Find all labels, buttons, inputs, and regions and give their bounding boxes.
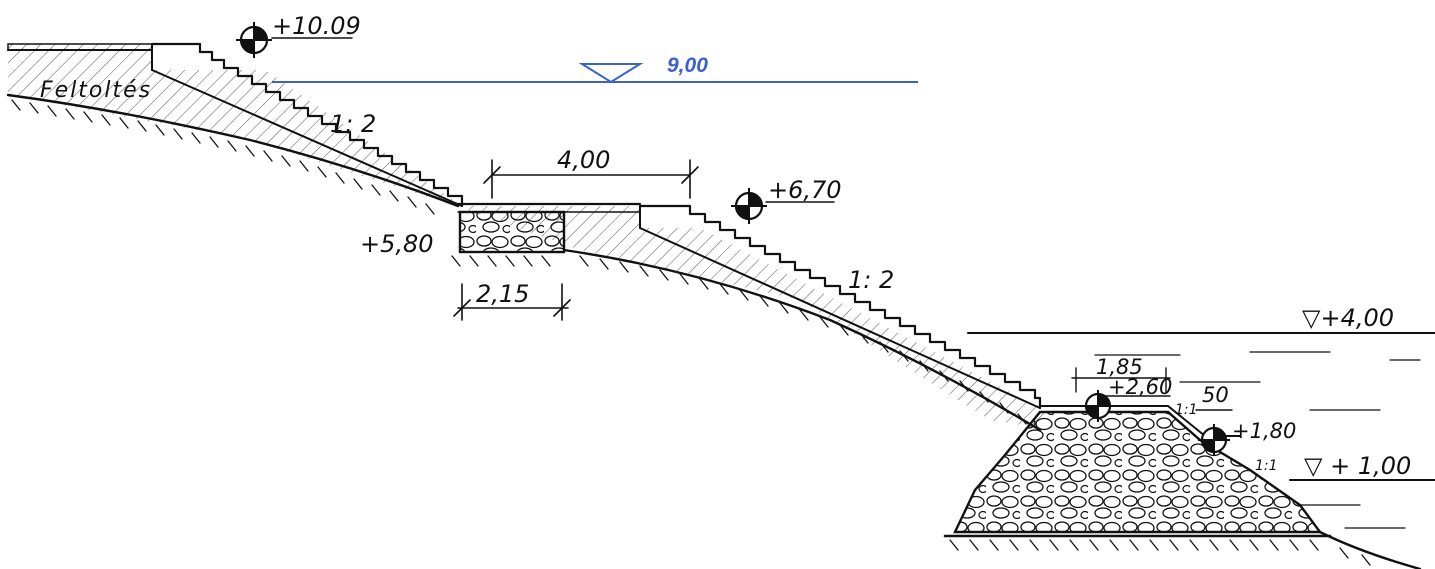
ground-hatch-lower (579, 255, 1027, 425)
embankment-fill (8, 48, 1045, 428)
berm-elevation-label: +6,70 (768, 176, 842, 204)
berm-width-label: 4,00 (557, 146, 610, 174)
river-water (967, 332, 1435, 529)
river-high-level-label: ▽+4,00 (1302, 304, 1394, 332)
river-low-level-label: ▽ + 1,00 (1304, 452, 1411, 480)
toe-slope-label-b: 1:1 (1255, 458, 1278, 474)
toe-width-dimension (1071, 367, 1171, 393)
toe-offset-label: 50 (1202, 383, 1229, 407)
berm-width-dimension (483, 159, 699, 199)
ground-hatch-upper (11, 99, 435, 215)
filter-block (458, 210, 566, 254)
ground-hatch-toe (949, 539, 1371, 566)
toe-slope-label-a: 1:1 (1175, 402, 1198, 418)
upper-slope-label: 1: 2 (330, 110, 376, 138)
elevation-marker-icon (731, 188, 767, 224)
lower-stepped-revetment (638, 204, 1042, 410)
upper-stepped-revetment (150, 42, 464, 208)
lower-slope-label: 1: 2 (848, 266, 894, 294)
water-level-label: 9,00 (667, 54, 708, 77)
top-elevation-label: +10.09 (272, 12, 361, 40)
base-width-label: 2,15 (476, 280, 529, 308)
base-elevation-label: +5,80 (360, 230, 434, 258)
water-level-triangle-icon (578, 63, 644, 84)
toe-elevation-label: +2,60 (1108, 375, 1172, 399)
base-width-dimension (453, 283, 571, 321)
ground-hatch-berm (451, 255, 551, 267)
elevation-marker-icon (1082, 390, 1114, 422)
elevation-marker-icon (236, 22, 272, 58)
toe-low-elevation-label: +1,80 (1232, 419, 1296, 443)
label-leaders (271, 37, 1171, 397)
fill-label: Feltoltés (40, 78, 152, 103)
toe-width-label: 1,85 (1096, 355, 1143, 379)
toe-stone-mound (953, 410, 1323, 534)
elevation-marker-icon (1198, 424, 1230, 456)
ground-line-lower (562, 248, 1042, 432)
ground-line-upper (6, 93, 460, 208)
